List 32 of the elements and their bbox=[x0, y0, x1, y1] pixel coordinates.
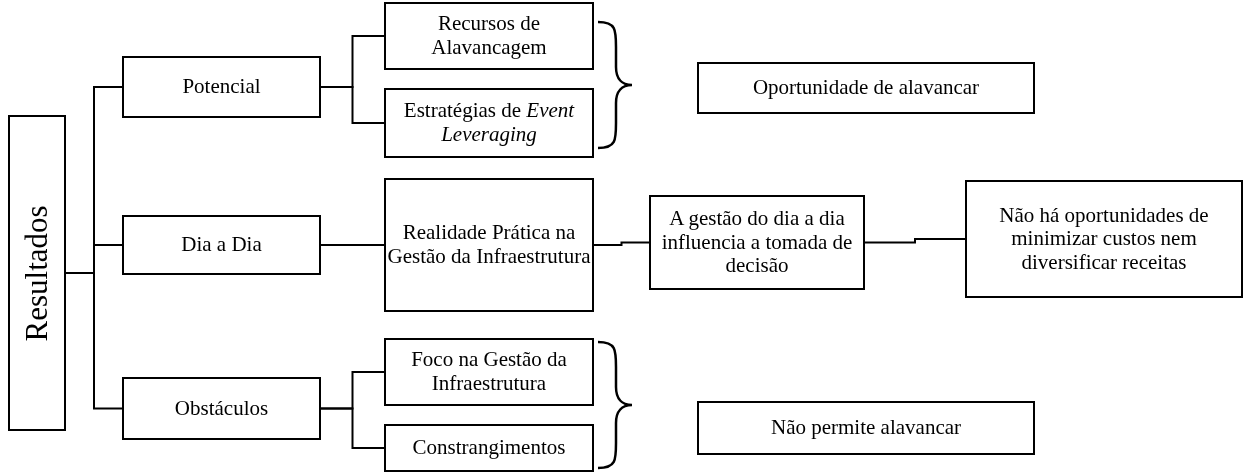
text-box bbox=[965, 180, 1243, 298]
connector-line bbox=[320, 86, 385, 124]
connector-line bbox=[320, 407, 385, 449]
box-label: Não permite alavancar bbox=[770, 416, 962, 440]
box-label: Dia a Dia bbox=[181, 233, 262, 257]
connector-line bbox=[320, 244, 385, 246]
box-label: Foco na Gestão da Infraestrutura bbox=[410, 348, 568, 396]
text-box bbox=[384, 338, 594, 406]
box-label: Potencial bbox=[182, 75, 261, 99]
connector-line bbox=[593, 241, 650, 246]
box-label: Obstáculos bbox=[174, 396, 269, 421]
box-label: Recursos de Alavancagem bbox=[430, 12, 548, 60]
connector-line bbox=[864, 238, 966, 244]
box-label: A gestão do dia a dia influencia a tomada de decisão bbox=[660, 207, 854, 278]
text-box bbox=[384, 178, 594, 312]
text-box bbox=[697, 62, 1035, 114]
box-label: Oportunidade de alavancar bbox=[752, 76, 980, 100]
text-box bbox=[122, 377, 321, 440]
box-label: Estratégias de Event Leveraging bbox=[402, 99, 576, 147]
text-box bbox=[384, 424, 594, 472]
box-label: Realidade Prática na Gestão da Infraestrutura bbox=[386, 221, 592, 269]
box-label: Resultados bbox=[19, 204, 55, 342]
text-box bbox=[384, 88, 594, 158]
box-label: Não há oportunidades de minimizar custos nem diversificar receitas bbox=[998, 203, 1210, 275]
text-box bbox=[384, 2, 594, 70]
text-box bbox=[649, 195, 865, 290]
text-box bbox=[8, 115, 66, 431]
text-box bbox=[122, 56, 321, 118]
box-label: Constrangimentos bbox=[412, 436, 566, 460]
text-box bbox=[122, 215, 321, 275]
connector-line bbox=[65, 272, 123, 410]
text-box bbox=[697, 401, 1035, 455]
